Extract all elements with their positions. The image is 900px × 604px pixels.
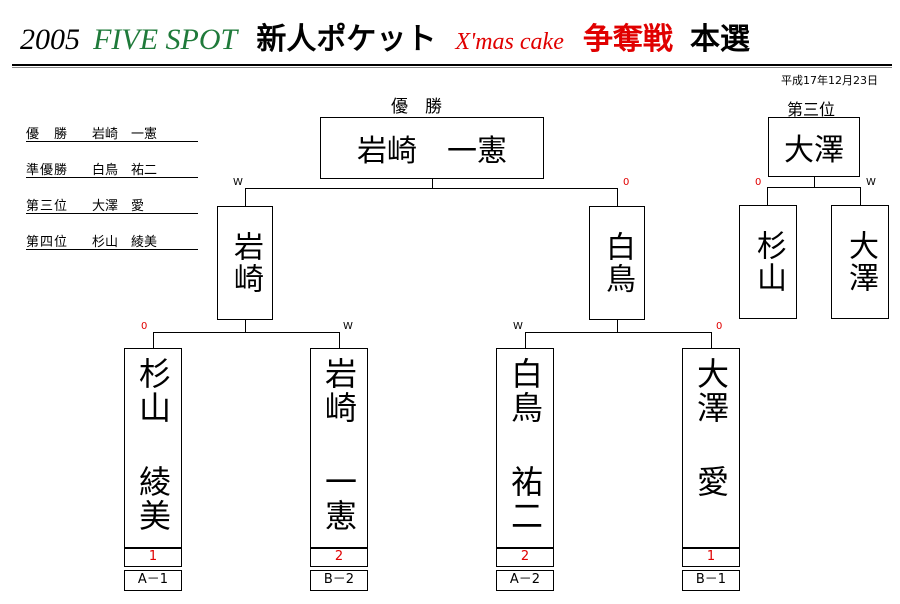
player-given-name: 一憲 [320, 465, 358, 533]
win-mark: W [513, 321, 523, 332]
player-box: 大澤 愛 [682, 348, 740, 548]
result-row: 優 勝 岩崎 一憲 [26, 123, 198, 142]
semifinal-left-name: 岩崎 [228, 231, 263, 295]
title-xmas: X'mas cake [455, 29, 564, 55]
seed-number: 1 [682, 548, 740, 567]
bracket-line [814, 177, 815, 187]
seed-number: 1 [124, 548, 182, 567]
third-place-right-name: 大澤 [843, 230, 878, 294]
bracket-line [525, 332, 712, 333]
semifinal-left-box: 岩崎 [217, 206, 273, 320]
title-event: 新人ポケット [256, 22, 437, 57]
seed-code: B－1 [682, 570, 740, 591]
seed-number: 2 [496, 548, 554, 567]
player-given-name: 祐二 [506, 465, 544, 533]
result-rank: 第三位 [26, 199, 69, 214]
bracket-line [617, 320, 618, 332]
title-contest: 争奪戦 [582, 22, 673, 57]
result-rank: 優 勝 [26, 127, 69, 142]
third-place-name: 大澤 [784, 133, 844, 168]
player-box: 白鳥 祐二 [496, 348, 554, 548]
result-row: 第三位 大澤 愛 [26, 195, 198, 214]
title-underline-shadow [12, 67, 892, 68]
player-given-name: 綾美 [134, 465, 172, 533]
player-surname: 大澤 [692, 357, 730, 425]
result-name: 大澤 愛 [92, 199, 145, 214]
seed-code: A－1 [124, 570, 182, 591]
result-rank: 準優勝 [26, 163, 69, 178]
seed-code: B－2 [310, 570, 368, 591]
third-place-right-box: 大澤 [831, 205, 889, 319]
bracket-line [245, 188, 618, 189]
result-name: 岩崎 一憲 [92, 127, 158, 142]
bracket-line [767, 187, 768, 205]
champion-box: 岩崎 一憲 [320, 117, 544, 179]
player-surname: 岩崎 [320, 357, 358, 425]
player-given-name: 愛 [692, 465, 730, 499]
third-place-left-name: 杉山 [751, 230, 786, 294]
result-name: 白鳥 祐二 [92, 163, 158, 178]
bracket-line [245, 320, 246, 332]
player-surname: 杉山 [134, 357, 172, 425]
champion-label: 優 勝 [391, 97, 442, 117]
title-final: 本選 [690, 22, 751, 57]
result-row: 準優勝 白鳥 祐二 [26, 159, 198, 178]
title-underline [12, 64, 892, 66]
player-surname: 白鳥 [506, 357, 544, 425]
semifinal-right-name: 白鳥 [600, 231, 635, 295]
bracket-line [767, 187, 861, 188]
win-mark: W [343, 321, 353, 332]
third-place-label: 第三位 [787, 100, 836, 119]
bracket-line [617, 188, 618, 206]
title-five-spot: FIVE SPOT [93, 23, 238, 56]
result-row: 第四位 杉山 綾美 [26, 231, 198, 250]
semifinal-right-box: 白鳥 [589, 206, 645, 320]
bracket-line [153, 332, 154, 348]
title-year: 2005 [20, 23, 80, 56]
loss-mark: 0 [141, 321, 148, 332]
bracket-line [339, 332, 340, 348]
loss-mark: 0 [716, 321, 723, 332]
loss-mark: 0 [623, 177, 630, 188]
bracket-line [860, 187, 861, 205]
result-rank: 第四位 [26, 235, 69, 250]
player-box: 杉山 綾美 [124, 348, 182, 548]
page-title: 2005 FIVE SPOT 新人ポケット X'mas cake 争奪戦 本選 [20, 14, 750, 58]
player-box: 岩崎 一憲 [310, 348, 368, 548]
event-date: 平成17年12月23日 [781, 74, 878, 87]
bracket-line [245, 188, 246, 206]
win-mark: W [233, 177, 243, 188]
bracket-line [711, 332, 712, 348]
win-mark: W [866, 177, 876, 188]
seed-code: A－2 [496, 570, 554, 591]
bracket-line [432, 179, 433, 188]
bracket-line [153, 332, 340, 333]
third-place-left-box: 杉山 [739, 205, 797, 319]
bracket-line [525, 332, 526, 348]
champion-name: 岩崎 一憲 [357, 134, 507, 169]
result-name: 杉山 綾美 [92, 235, 158, 250]
loss-mark: 0 [755, 177, 762, 188]
third-place-box: 大澤 [768, 117, 860, 177]
seed-number: 2 [310, 548, 368, 567]
